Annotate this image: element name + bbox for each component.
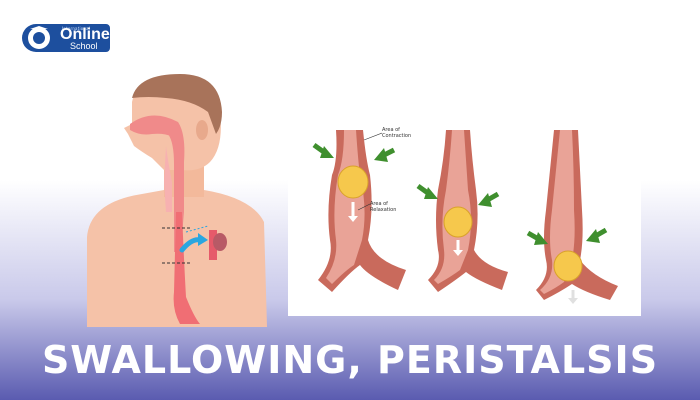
trachea	[164, 146, 172, 212]
human-torso-illustration	[87, 74, 267, 327]
peristalsis-diagram-panel: Area of Contraction Area of Relaxation	[288, 100, 641, 316]
blue-arrow-head-icon	[198, 233, 208, 246]
contraction-arrows-3	[526, 227, 608, 245]
contraction-arrows-2	[416, 183, 500, 207]
logo-sub-text: School	[70, 41, 98, 51]
bolus-3	[553, 250, 583, 282]
bolus-section	[213, 233, 227, 251]
bolus-2	[443, 206, 473, 238]
nasal-cavity	[130, 115, 182, 144]
bolus-1	[337, 165, 369, 199]
esophagus-stage-1	[318, 130, 406, 292]
label-area-of-relaxation: Area of Relaxation	[370, 201, 397, 213]
logo-small-text: International	[62, 26, 91, 31]
brand-logo[interactable]: International Online School	[22, 20, 116, 54]
esophagus-section	[209, 230, 217, 260]
label-area-of-contraction: Area of Contraction	[382, 127, 412, 139]
logo-main-text: Online	[60, 26, 110, 43]
ear-shape	[196, 120, 208, 140]
esophagus	[173, 212, 200, 324]
contraction-arrows-1	[312, 142, 396, 162]
peristalsis-diagram	[312, 130, 618, 304]
logo-mark-icon	[28, 26, 50, 49]
esophagus-stage-3	[536, 130, 618, 304]
page-title: SWALLOWING, PERISTALSIS	[41, 338, 659, 382]
hair-shape	[132, 74, 222, 134]
esophagus-stage-2	[428, 130, 508, 292]
